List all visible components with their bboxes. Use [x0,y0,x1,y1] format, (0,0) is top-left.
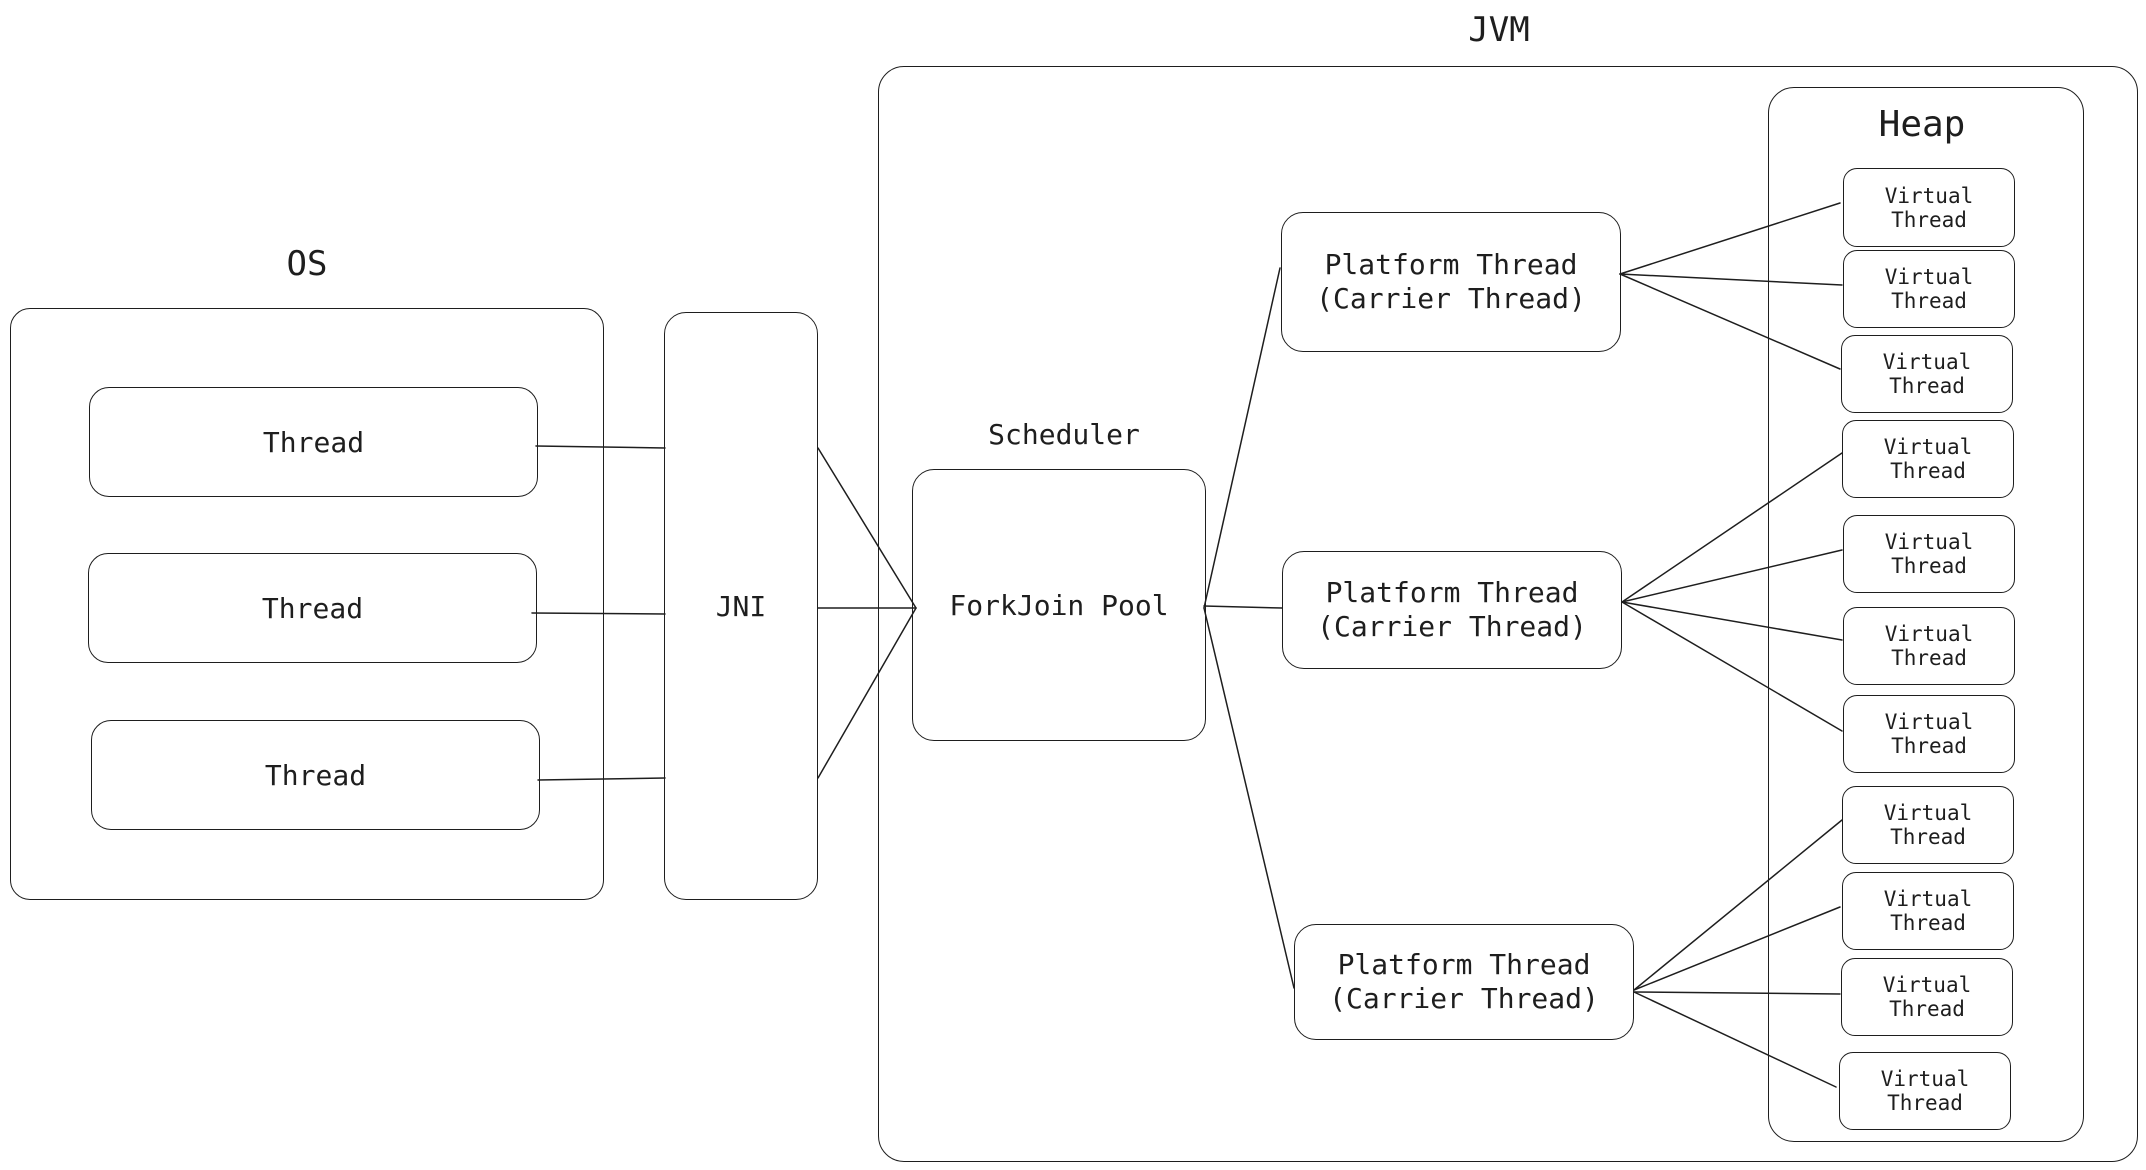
virtual-thread-3: Virtual Thread [1841,335,2013,413]
virtual-thread-2-line1: Virtual [1884,265,1974,289]
virtual-thread-11-line2: Thread [1887,1091,1963,1115]
virtual-thread-9-line2: Thread [1890,911,1966,935]
virtual-thread-10: Virtual Thread [1841,958,2013,1036]
os-container [10,308,604,900]
platform-thread-1: Platform Thread (Carrier Thread) [1281,212,1621,352]
connector-scheduler-platform-3 [1203,607,1295,989]
os-thread-2-label: Thread [261,591,364,625]
platform-thread-3-line2: (Carrier Thread) [1329,982,1599,1015]
virtual-thread-5-line2: Thread [1891,554,1967,578]
os-thread-1: Thread [89,387,538,497]
heap-container [1768,87,2084,1142]
virtual-thread-6-line2: Thread [1891,646,1967,670]
connector-os-thread-2-jni [531,612,666,615]
connector-platform-1-virtual-3 [1619,273,1841,370]
platform-thread-2-line2: (Carrier Thread) [1317,610,1587,643]
connector-jni-scheduler-top [817,447,917,609]
os-thread-2: Thread [88,553,537,663]
platform-thread-2-line1: Platform Thread [1325,576,1579,609]
os-thread-3: Thread [91,720,540,830]
virtual-thread-4-line2: Thread [1890,459,1966,483]
virtual-thread-2: Virtual Thread [1843,250,2015,328]
forkjoin-pool-box: ForkJoin Pool [912,469,1206,741]
os-thread-1-label: Thread [262,425,365,459]
platform-thread-3-line1: Platform Thread [1337,948,1591,981]
virtual-thread-5: Virtual Thread [1843,515,2015,593]
connector-platform-2-virtual-6 [1621,601,1843,641]
virtual-thread-10-line1: Virtual [1882,973,1972,997]
virtual-thread-3-line2: Thread [1889,374,1965,398]
connector-platform-2-virtual-4 [1621,452,1843,603]
scheduler-title: Scheduler [988,418,1140,451]
virtual-thread-11-line1: Virtual [1880,1067,1970,1091]
jni-label: JNI [715,589,767,623]
connector-platform-1-virtual-1 [1619,202,1841,275]
virtual-thread-8-line2: Thread [1890,825,1966,849]
connector-platform-1-virtual-2 [1619,273,1843,286]
platform-thread-1-line2: (Carrier Thread) [1316,282,1586,315]
virtual-thread-2-line2: Thread [1891,289,1967,313]
connector-os-thread-3-jni [537,777,666,781]
platform-thread-3: Platform Thread (Carrier Thread) [1294,924,1634,1040]
os-title: OS [286,244,328,284]
virtual-thread-6-line1: Virtual [1884,622,1974,646]
virtual-thread-9: Virtual Thread [1842,872,2014,950]
connector-jni-scheduler-bottom [817,607,917,779]
jvm-container [878,66,2138,1162]
virtual-thread-7: Virtual Thread [1843,695,2015,773]
jni-box: JNI [664,312,818,900]
connector-scheduler-platform-2 [1203,605,1283,609]
connector-platform-3-virtual-8 [1633,819,1843,991]
platform-thread-1-line1: Platform Thread [1324,248,1578,281]
os-thread-3-label: Thread [264,758,367,792]
virtual-thread-3-line1: Virtual [1882,350,1972,374]
connector-platform-3-virtual-11 [1633,991,1837,1088]
virtual-thread-6: Virtual Thread [1843,607,2015,685]
jvm-title: JVM [1468,10,1530,50]
connector-platform-3-virtual-9 [1633,906,1841,991]
forkjoin-pool-label: ForkJoin Pool [949,588,1169,622]
virtual-thread-9-line1: Virtual [1883,887,1973,911]
virtual-thread-5-line1: Virtual [1884,530,1974,554]
virtual-thread-8-line1: Virtual [1883,801,1973,825]
virtual-thread-1-line1: Virtual [1884,183,1974,208]
virtual-thread-4: Virtual Thread [1842,420,2014,498]
heap-title: Heap [1878,104,1966,145]
virtual-thread-4-line1: Virtual [1883,435,1973,459]
virtual-thread-7-line1: Virtual [1884,710,1974,734]
virtual-thread-8: Virtual Thread [1842,786,2014,864]
virtual-thread-1-line2: Thread [1891,207,1967,232]
virtual-thread-1: Virtual Thread [1843,168,2015,247]
connector-os-thread-1-jni [535,445,666,449]
connector-platform-3-virtual-10 [1633,991,1841,995]
virtual-thread-10-line2: Thread [1889,997,1965,1021]
connector-platform-2-virtual-5 [1621,549,1843,603]
connector-platform-2-virtual-7 [1621,601,1843,732]
platform-thread-2: Platform Thread (Carrier Thread) [1282,551,1622,669]
virtual-thread-11: Virtual Thread [1839,1052,2011,1130]
virtual-thread-7-line2: Thread [1891,734,1967,758]
connector-scheduler-platform-1 [1203,267,1281,609]
